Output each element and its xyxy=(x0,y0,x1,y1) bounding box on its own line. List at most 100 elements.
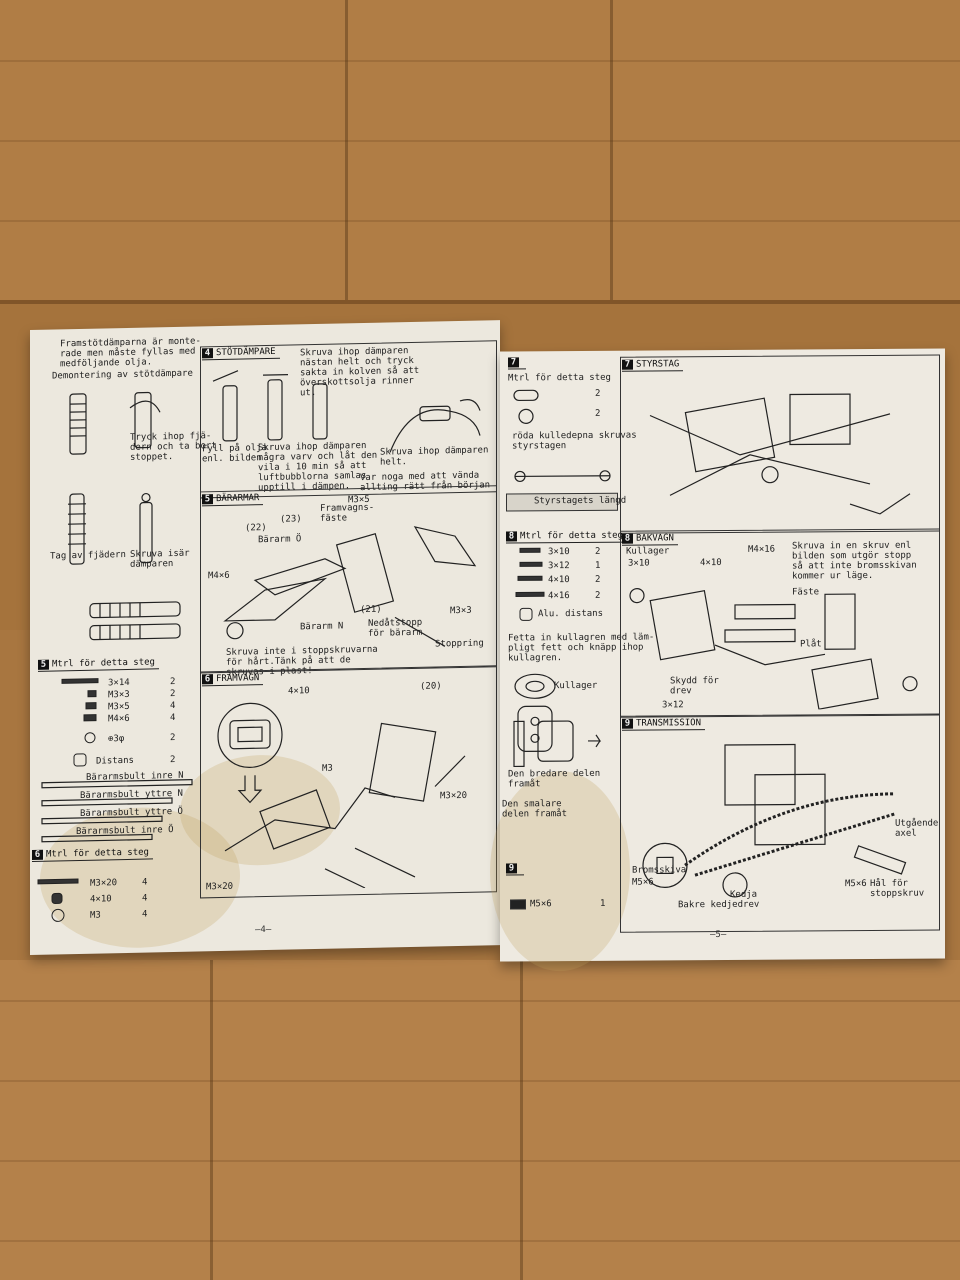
oil-fill-drawings xyxy=(212,370,328,442)
demontering-label: Demontering av stötdämpare xyxy=(52,368,193,382)
mtrl5-item: 3×14 xyxy=(108,677,130,689)
label-22: (22) xyxy=(245,523,267,534)
mtrl8-qty: 2 xyxy=(595,574,601,585)
barrarm-n-label: Bärarm N xyxy=(300,621,344,633)
floor-plank xyxy=(0,0,960,300)
mtrl6-qty: 4 xyxy=(142,893,148,904)
mtrl-9-title: 9 xyxy=(506,863,524,876)
m5x6-screw-icon xyxy=(510,899,526,910)
assembled-shocks-icon xyxy=(89,601,181,641)
ball-joint-icons xyxy=(513,389,539,424)
label-3x10: 3×10 xyxy=(628,558,650,569)
bromsskiva-label: Bromsskiva xyxy=(632,865,687,876)
mtrl5-item: M3×5 xyxy=(108,701,130,713)
page-number-right: —5— xyxy=(710,929,727,941)
mtrl8-screws-icons xyxy=(515,547,545,621)
kullager2-label: Kullager xyxy=(626,546,670,557)
m5x6-label: M5×6 xyxy=(632,877,654,888)
bolts-icons xyxy=(41,778,193,843)
page-number-left: —4— xyxy=(255,924,272,936)
floor-plank xyxy=(0,960,960,1280)
nedatstopp-label: Nedåtstopp för bärarm xyxy=(368,617,423,639)
label-23: (23) xyxy=(280,514,302,525)
m4x16-label: M4×16 xyxy=(748,544,776,555)
mtrl7-title-text: Mtrl för detta steg xyxy=(508,372,611,384)
mtrl5-qty: 2 xyxy=(170,754,176,766)
mtrl6-item: 4×10 xyxy=(90,894,112,905)
transmission-drawing xyxy=(642,743,907,898)
smalare-note: Den smalare delen framåt xyxy=(502,799,568,820)
m3x20-label-bottom: M3×20 xyxy=(206,881,234,893)
mtrl8-qty: 1 xyxy=(595,560,601,571)
mtrl5-item: M3×3 xyxy=(108,689,130,701)
framvagnsfaste-label: Framvagns- fäste xyxy=(320,502,375,524)
label-4x10-right: 4×10 xyxy=(700,558,722,569)
hal-label: Hål för stoppskruv xyxy=(870,878,925,899)
mtrl8-item: 3×12 xyxy=(548,561,570,572)
mtrl-7-title: 7 xyxy=(508,357,526,370)
intro-text: Framstötdämparna är monte- rade men måst… xyxy=(60,336,201,370)
shock-absorber-drawings xyxy=(68,391,161,565)
bearing-drawing xyxy=(514,673,556,752)
kullager-label: Kullager xyxy=(554,680,598,692)
kedja-label: Kedja xyxy=(730,889,758,900)
mtrl7-qty: 2 xyxy=(595,388,601,399)
barrarm-o-label: Bärarm Ö xyxy=(258,534,302,546)
m3x20-label: M3×20 xyxy=(440,790,468,802)
suspension-arm-drawing xyxy=(223,526,477,647)
mtrl7-qty: 2 xyxy=(595,408,601,419)
section-4-screw2: Skruva ihop dämparen helt. xyxy=(380,445,489,468)
bredare-note: Den bredare delen framåt xyxy=(508,768,601,790)
bolt-label: Bärarmsbult inre N xyxy=(86,770,184,783)
mtrl9-qty: 1 xyxy=(600,898,606,909)
mtrl6-item: M3×20 xyxy=(90,878,118,889)
right-page: 7 Mtrl för detta steg 2 2 röda kulledерn… xyxy=(490,348,945,972)
floor-seam xyxy=(520,960,523,1280)
front-assembly-drawing xyxy=(217,702,466,889)
mtrl9-item: M5×6 xyxy=(530,899,552,910)
mtrl5-parts-icons xyxy=(61,678,99,767)
floor-seam xyxy=(345,0,348,300)
m3x5-label: M3×5 xyxy=(348,494,370,506)
mtrl8-qty: 2 xyxy=(595,590,601,601)
mtrl6-parts-icons xyxy=(37,878,79,922)
hand-assembly-icon xyxy=(389,399,481,453)
mtrl5-qty: 2 xyxy=(170,688,176,700)
instruction-booklet: Framstötdämparna är monte- rade men måst… xyxy=(30,320,945,972)
label-21: (21) xyxy=(360,604,382,616)
step3-text: Skruva isär dämparen xyxy=(130,548,190,570)
mtrl8-qty: 2 xyxy=(595,546,601,557)
mtrl8-item: 4×16 xyxy=(548,591,570,602)
label-4x10: 4×10 xyxy=(288,686,310,697)
chain-guide-drawing xyxy=(513,720,602,768)
step2-text: Tag av fjädern xyxy=(50,549,126,562)
m4x6-label: M4×6 xyxy=(208,570,230,582)
mtrl8-item: 4×10 xyxy=(548,575,570,586)
styrstagets-label: Styrstagets längd xyxy=(534,495,627,507)
mtrl8-item: Alu. distans xyxy=(538,608,604,620)
rear-assembly-drawing xyxy=(629,587,918,710)
mtrl6-qty: 4 xyxy=(142,909,148,920)
bolt-label: Bärarmsbult inre Ö xyxy=(76,824,174,838)
tie-rod-drawing xyxy=(514,470,611,483)
mtrl5-qty: 4 xyxy=(170,712,176,724)
steering-drawing xyxy=(649,393,911,515)
mtrl5-qty: 2 xyxy=(170,676,176,688)
mtrl6-qty: 4 xyxy=(142,877,148,888)
floor-seam xyxy=(210,960,213,1280)
m5x6-label-right: M5×6 xyxy=(845,878,867,890)
mtrl5-item: M4×6 xyxy=(108,713,130,725)
mtrl5-qty: 4 xyxy=(170,700,176,712)
floor-seam xyxy=(610,0,613,300)
mtrl5-item: ⊕3φ xyxy=(108,734,125,745)
mtrl8-item: 3×10 xyxy=(548,547,570,558)
m3x3-label: M3×3 xyxy=(450,605,472,617)
mtrl6-item: M3 xyxy=(90,910,101,921)
utgaende-axel-label: Utgående axel xyxy=(895,818,939,839)
kullederna-text: röda kulledерna skruvas styrstagen xyxy=(512,430,637,452)
